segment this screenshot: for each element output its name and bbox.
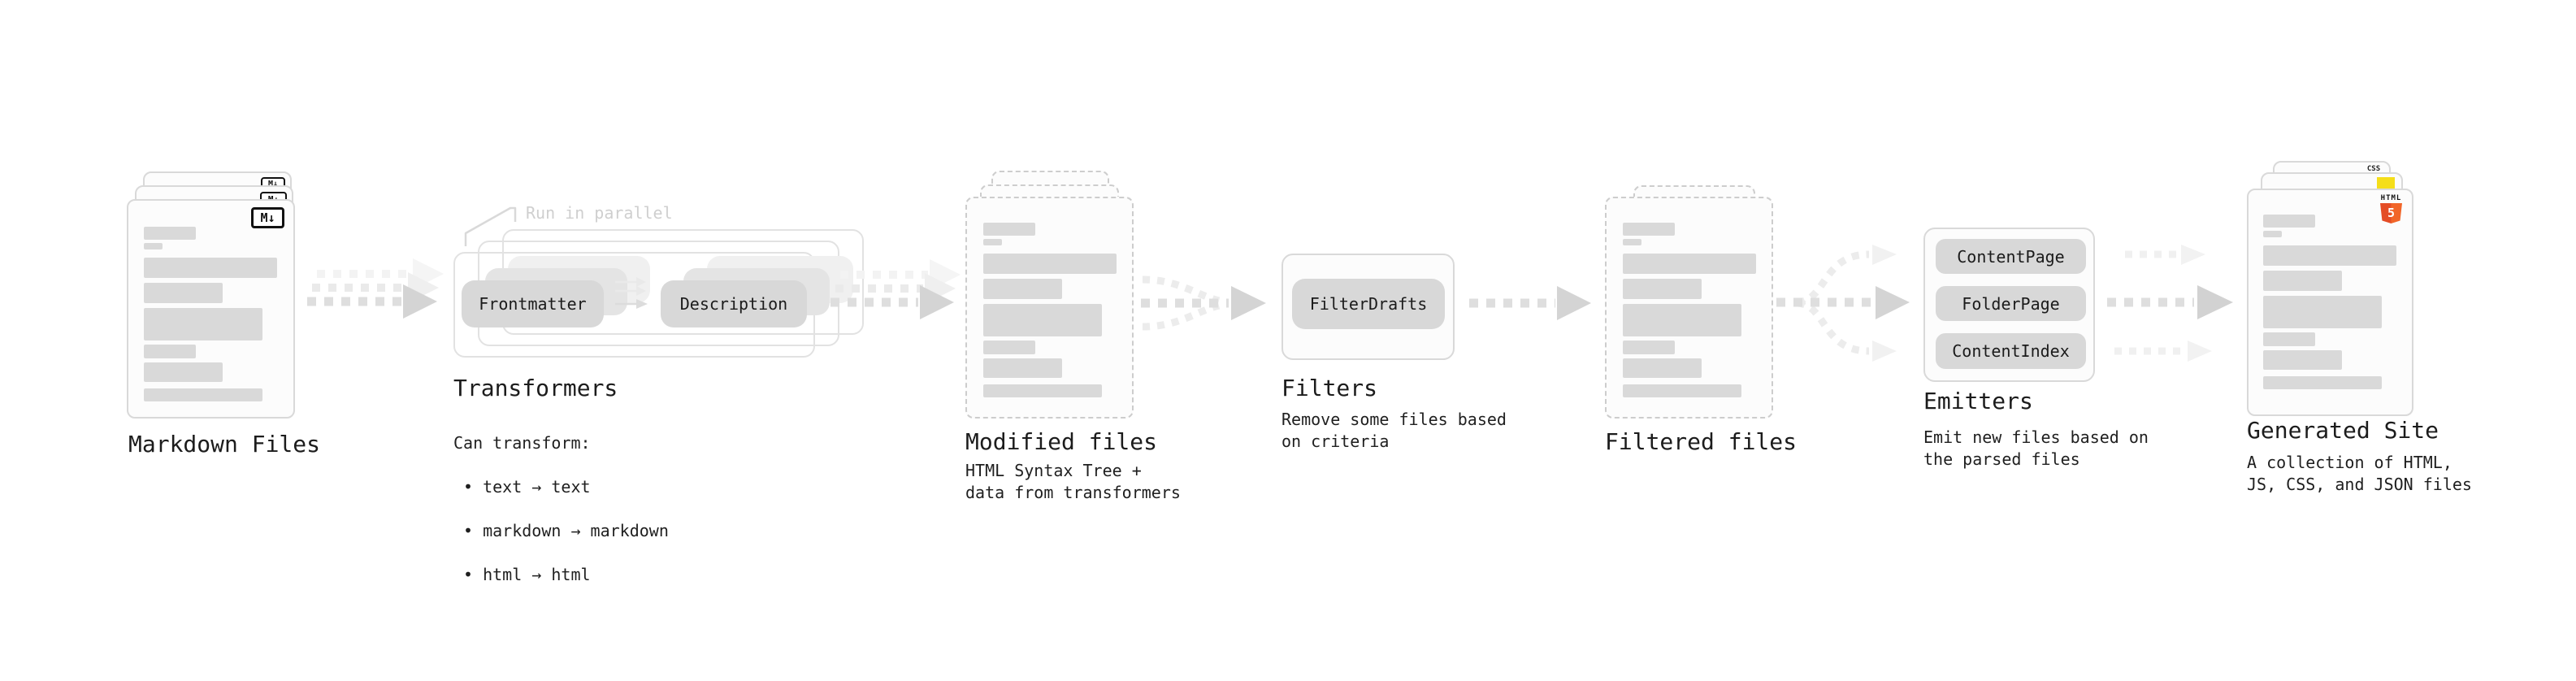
arrow-markdown-to-transformers (307, 258, 444, 319)
filters-description: Remove some files based on criteria (1281, 410, 1507, 451)
placeholder-bar (983, 340, 1035, 354)
file-content-placeholder (144, 227, 277, 401)
placeholder-bar (1623, 304, 1741, 336)
file-content-placeholder (983, 223, 1117, 397)
filterdrafts-pill: FilterDrafts (1292, 279, 1445, 329)
transformers-description: Can transform: • text → text • markdown … (453, 410, 669, 608)
placeholder-bar (1623, 239, 1641, 245)
html5-icon: HTML 5 (2380, 194, 2402, 223)
run-in-parallel-annotation: Run in parallel (526, 203, 673, 223)
transform-bullet: • text → text (463, 477, 591, 497)
emitters-card: ContentPage FolderPage ContentIndex (1923, 228, 2095, 382)
placeholder-bar (2263, 332, 2315, 346)
modified-files-label: Modified files (965, 428, 1158, 455)
markdown-file-card-front: M↓ (127, 199, 295, 419)
placeholder-bar (1623, 358, 1702, 378)
placeholder-bar (144, 243, 163, 249)
placeholder-bar (983, 304, 1102, 336)
generated-site-description: A collection of HTML, JS, CSS, and JSON … (2247, 453, 2472, 494)
placeholder-bar (144, 345, 196, 358)
placeholder-bar (144, 258, 277, 278)
placeholder-bar (1623, 340, 1675, 354)
html5-icon-caption: HTML (2380, 194, 2402, 202)
filters-label: Filters (1281, 375, 1378, 401)
placeholder-bar (2263, 245, 2396, 266)
placeholder-bar (2263, 271, 2342, 291)
frontmatter-pill: Frontmatter (462, 280, 604, 327)
placeholder-bar (983, 254, 1117, 274)
placeholder-bar (1623, 254, 1756, 274)
arrow-modified-to-filters (1141, 275, 1266, 331)
js-icon (2377, 177, 2395, 189)
placeholder-bar (2263, 350, 2342, 370)
arrow-emitters-to-site (2107, 245, 2233, 362)
file-content-placeholder (1623, 223, 1756, 397)
description-pill: Description (661, 280, 807, 327)
emitters-description: Emit new files based on the parsed files (1923, 427, 2149, 469)
transformers-label: Transformers (453, 375, 618, 401)
placeholder-bar (983, 239, 1002, 245)
site-file-card-html: HTML 5 (2247, 189, 2413, 416)
filtered-files-label: Filtered files (1605, 428, 1798, 455)
placeholder-bar (144, 227, 196, 240)
transform-bullet: • markdown → markdown (463, 521, 669, 540)
html5-icon-shield: 5 (2380, 203, 2402, 223)
arrow-filtered-to-emitters (1776, 245, 1910, 362)
placeholder-bar (144, 388, 262, 401)
folderpage-pill: FolderPage (1936, 286, 2086, 321)
file-content-placeholder (2263, 215, 2396, 389)
filtered-file-card-front (1605, 197, 1773, 419)
placeholder-bar (2263, 296, 2382, 328)
placeholder-bar (983, 279, 1062, 299)
contentpage-pill: ContentPage (1936, 239, 2086, 274)
placeholder-bar (2263, 376, 2382, 389)
placeholder-bar (1623, 223, 1675, 236)
contentindex-pill: ContentIndex (1936, 333, 2086, 369)
placeholder-bar (983, 223, 1035, 236)
placeholder-bar (2263, 215, 2315, 228)
css-icon-label: CSS (2366, 165, 2381, 173)
placeholder-bar (144, 308, 262, 340)
markdown-files-label: Markdown Files (128, 431, 321, 458)
transform-bullet: • html → html (463, 565, 591, 584)
placeholder-bar (144, 362, 223, 382)
generated-site-label: Generated Site (2247, 417, 2439, 444)
placeholder-bar (2263, 231, 2282, 237)
transformers-desc-title: Can transform: (453, 433, 591, 453)
placeholder-bar (983, 384, 1102, 397)
markdown-icon: M↓ (251, 207, 284, 228)
placeholder-bar (144, 283, 223, 303)
modified-file-card-front (965, 197, 1134, 419)
arrow-filters-to-filtered (1469, 286, 1591, 320)
emitters-label: Emitters (1923, 388, 2033, 414)
modified-files-description: HTML Syntax Tree + data from transformer… (965, 461, 1181, 502)
placeholder-bar (983, 358, 1062, 378)
placeholder-bar (1623, 279, 1702, 299)
placeholder-bar (1623, 384, 1741, 397)
